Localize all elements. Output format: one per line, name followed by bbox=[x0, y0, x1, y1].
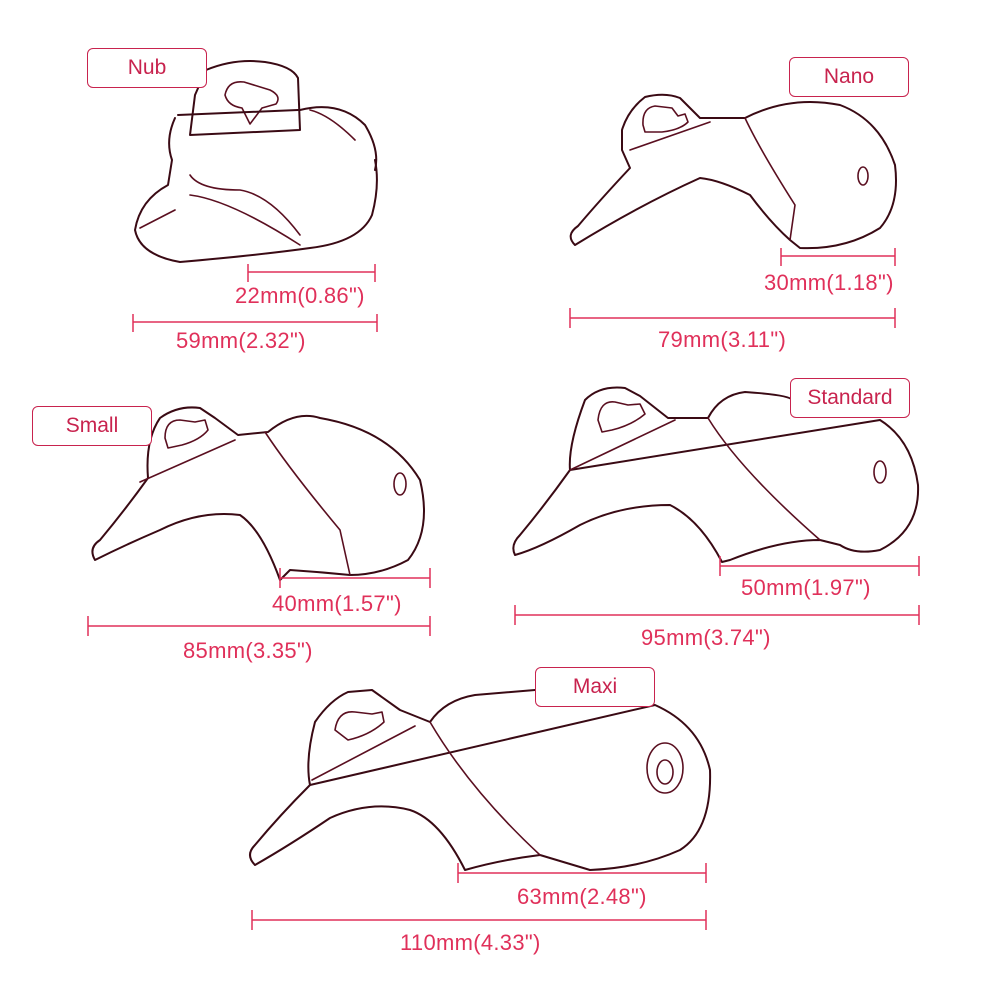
standard-label: Standard bbox=[790, 378, 910, 418]
standard-length-dimension: 95mm(3.74") bbox=[641, 625, 771, 650]
maxi-width-dimension: 63mm(2.48") bbox=[517, 884, 647, 909]
small-device-drawing bbox=[91, 406, 425, 581]
standard-width-dimension: 50mm(1.97") bbox=[741, 575, 871, 600]
maxi-device-drawing bbox=[249, 689, 712, 871]
nano-label: Nano bbox=[789, 57, 909, 97]
maxi-length-dimension: 110mm(4.33") bbox=[400, 930, 541, 955]
nub-length-dimension: 59mm(2.32") bbox=[176, 328, 306, 353]
small-width-dimension: 40mm(1.57") bbox=[272, 591, 402, 616]
nano-length-dimension: 79mm(3.11") bbox=[658, 327, 787, 352]
small-label: Small bbox=[32, 406, 152, 446]
nub-width-dimension: 22mm(0.86") bbox=[235, 283, 365, 308]
small-length-dimension: 85mm(3.35") bbox=[183, 638, 313, 663]
nano-device-drawing bbox=[569, 93, 897, 250]
standard-device-drawing bbox=[512, 386, 920, 563]
nub-device-drawing bbox=[134, 60, 378, 263]
dimension-lines bbox=[87, 248, 920, 930]
maxi-label: Maxi bbox=[535, 667, 655, 707]
nano-width-dimension: 30mm(1.18") bbox=[764, 270, 894, 295]
nub-label: Nub bbox=[87, 48, 207, 88]
